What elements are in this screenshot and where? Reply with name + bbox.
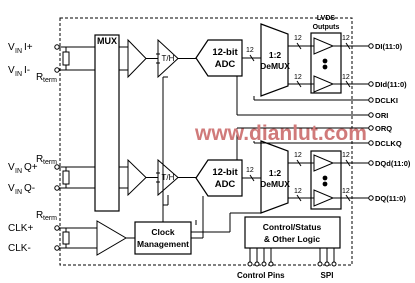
watermark: www.dianlut.com [194, 122, 367, 145]
svg-text:V: V [8, 162, 15, 173]
svg-text:ADC: ADC [215, 179, 236, 190]
lvds-driver-q-2 [313, 189, 335, 207]
clock-management-block [134, 221, 192, 255]
svg-text:IN: IN [15, 71, 22, 78]
svg-text:I+: I+ [24, 42, 33, 53]
i-input-network [54, 44, 95, 73]
svg-text:term: term [43, 77, 57, 84]
svg-text:Q-: Q- [24, 183, 35, 194]
svg-text:T/H: T/H [162, 173, 175, 182]
svg-text:T/H: T/H [162, 54, 175, 63]
bus-width-demux-i-1: 12 [294, 35, 302, 42]
vin-q-plus-label: V IN Q+ [8, 162, 38, 175]
svg-text:DeMUX: DeMUX [260, 179, 290, 189]
q-input-network [54, 164, 95, 191]
adc-i-block: 12-bit ADC [195, 39, 243, 77]
svg-text:R: R [36, 210, 43, 221]
bus-width-out-1: 12 [342, 35, 350, 42]
svg-text:V: V [8, 183, 15, 194]
output-dclki: DCLKI [375, 96, 398, 105]
svg-text:DeMUX: DeMUX [260, 61, 290, 71]
bus-width-out-3: 12 [342, 152, 350, 159]
output-dqd: DQd(11:0) [375, 159, 411, 168]
svg-text:Control/Status: Control/Status [263, 222, 322, 232]
bus-width-demux-q-2: 12 [294, 188, 302, 195]
lvds-outputs-label: Outputs [313, 24, 340, 31]
q-input-buffer [127, 158, 147, 197]
control-pins-label: Control Pins [237, 271, 285, 280]
svg-text:Management: Management [137, 239, 189, 249]
bus-width-out-4: 12 [342, 188, 350, 195]
i-input-buffer [127, 38, 147, 79]
bus-width-demux-q-1: 12 [294, 152, 302, 159]
th-i-block: T/H [156, 38, 179, 79]
lvds-driver-i-1 [313, 37, 335, 55]
clk-minus-label: CLK- [8, 243, 31, 254]
svg-text:12-bit: 12-bit [212, 47, 238, 58]
bus-width-adc-q: 12 [246, 167, 254, 174]
lvds-box-i [310, 32, 342, 94]
clk-input-network [54, 225, 97, 251]
clk-plus-label: CLK+ [8, 223, 33, 234]
output-did: DId(11:0) [375, 80, 407, 89]
svg-text:1:2: 1:2 [269, 50, 282, 60]
svg-text:IN: IN [15, 48, 22, 55]
output-dq: DQ(11:0) [375, 194, 406, 203]
output-ori: ORI [375, 111, 388, 120]
lvds-label: LVDS [317, 15, 335, 22]
lvds-box-q [310, 150, 342, 210]
bus-width-out-2: 12 [342, 74, 350, 81]
lvds-driver-i-2 [313, 75, 335, 93]
svg-text:term: term [43, 215, 57, 222]
mux-label: MUX [97, 36, 117, 46]
th-q-block: T/H [156, 158, 179, 197]
chip-boundary [59, 17, 353, 266]
lvds-driver-q-1 [313, 154, 335, 172]
bus-width-adc-i: 12 [246, 47, 254, 54]
svg-text:12-bit: 12-bit [212, 167, 238, 178]
svg-text:Clock: Clock [151, 227, 174, 237]
spi-label: SPI [321, 271, 334, 280]
vin-q-minus-label: V IN Q- [8, 183, 35, 196]
clock-input-buffer [96, 220, 127, 256]
rterm-label-q: R term [36, 154, 57, 166]
demux-q-block: 1:2 DeMUX [260, 140, 290, 214]
svg-text:Q+: Q+ [24, 162, 38, 173]
mux-block [94, 34, 120, 212]
svg-text:I-: I- [24, 65, 30, 76]
svg-text:term: term [43, 159, 57, 166]
svg-text:& Other Logic: & Other Logic [264, 234, 320, 244]
control-logic-block [244, 216, 341, 249]
output-orq: ORQ [375, 124, 392, 133]
svg-text:R: R [36, 72, 43, 83]
rterm-label-clk: R term [36, 210, 57, 222]
bus-width-demux-i-2: 12 [294, 74, 302, 81]
svg-text:IN: IN [15, 168, 22, 175]
svg-text:ADC: ADC [215, 59, 236, 70]
svg-text:IN: IN [15, 189, 22, 196]
svg-text:V: V [8, 65, 15, 76]
svg-text:R: R [36, 154, 43, 165]
output-di: DI(11:0) [375, 42, 403, 51]
vin-i-minus-label: V IN I- [8, 65, 30, 78]
demux-i-block: 1:2 DeMUX [260, 23, 290, 97]
adc-q-block: 12-bit ADC [195, 159, 243, 197]
svg-text:V: V [8, 42, 15, 53]
svg-text:1:2: 1:2 [269, 168, 282, 178]
vin-i-plus-label: V IN I+ [8, 42, 33, 55]
output-dclkq: DCLKQ [375, 139, 402, 148]
rterm-label-i: R term [36, 72, 57, 84]
